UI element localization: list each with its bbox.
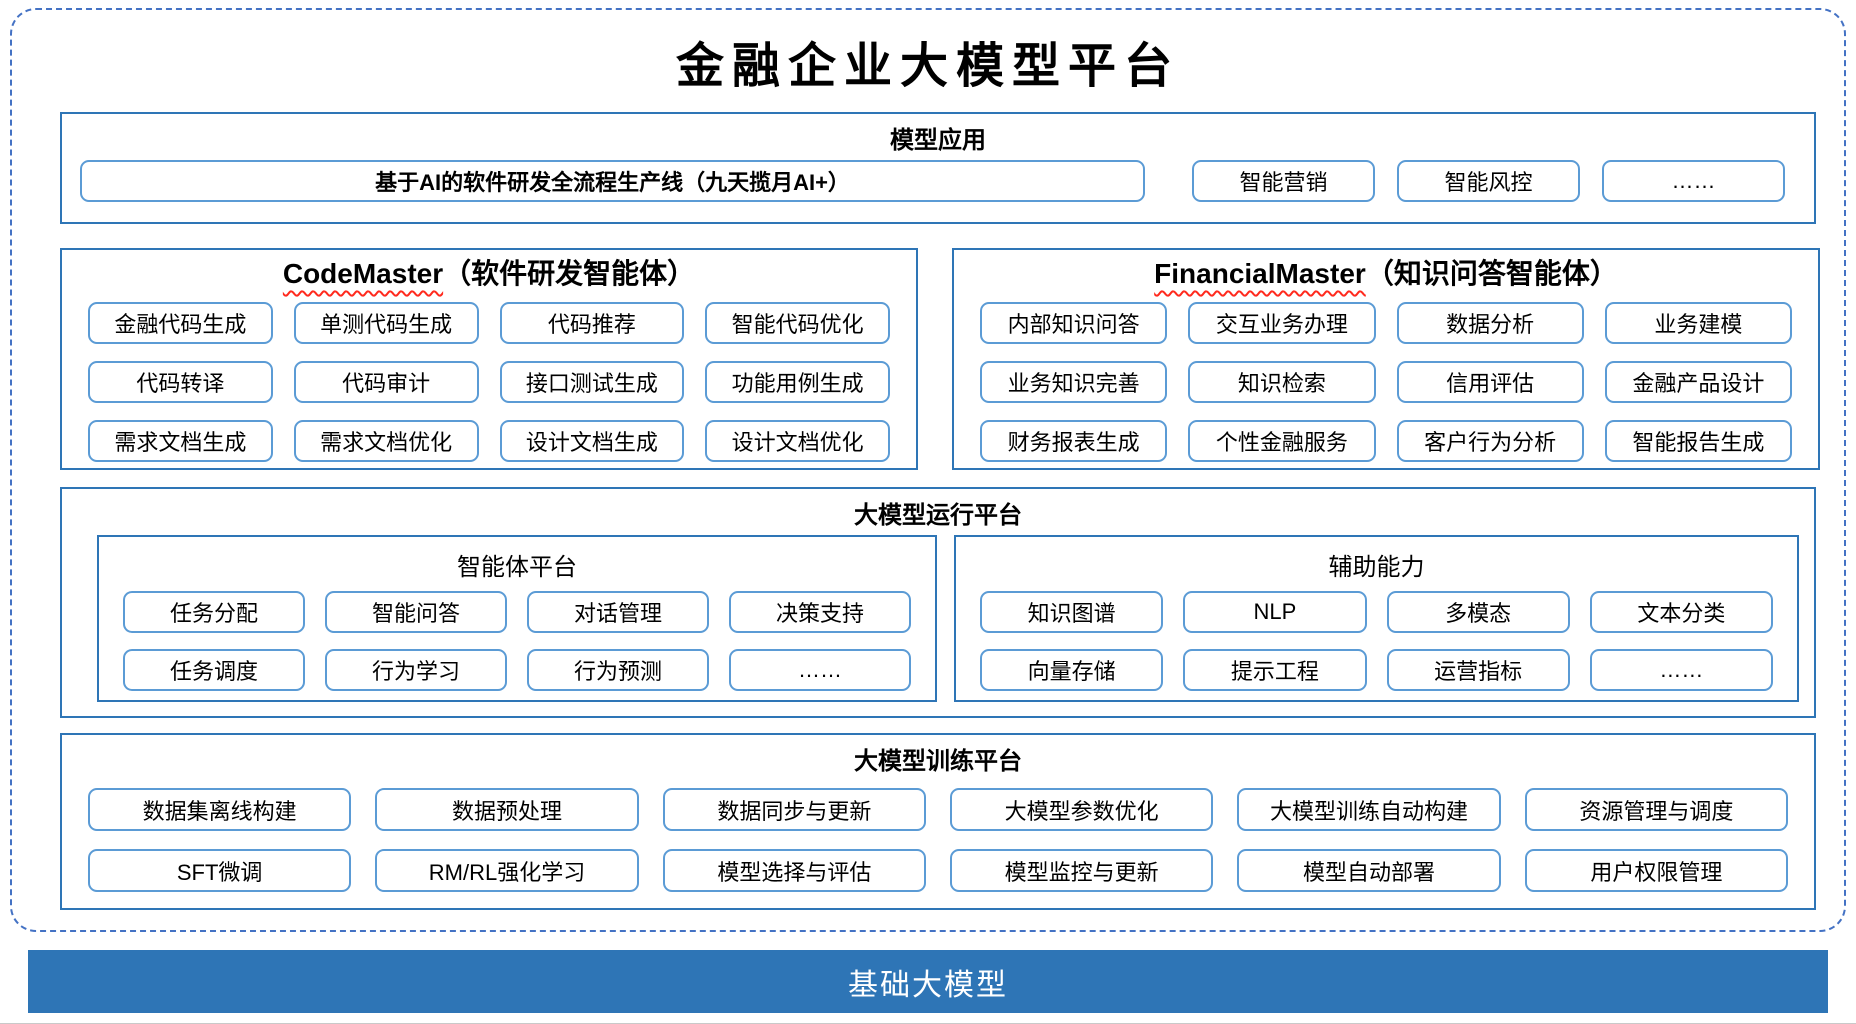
training-platform-item: 大模型参数优化 bbox=[950, 788, 1214, 831]
panel-code-master-title: CodeMaster（软件研发智能体） bbox=[62, 257, 916, 291]
app-item-ai-pipeline: 基于AI的软件研发全流程生产线（九天揽月AI+） bbox=[80, 160, 1145, 202]
financial-master-item: 个性金融服务 bbox=[1188, 419, 1376, 462]
aux-capabilities-item: 知识图谱 bbox=[980, 591, 1164, 633]
agent-platform-item: 行为学习 bbox=[325, 649, 507, 691]
panel-aux-capabilities: 辅助能力 知识图谱 NLP 多模态 文本分类 向量存储 提示工程 运营指标 …… bbox=[954, 535, 1799, 702]
aux-capabilities-item: 多模态 bbox=[1386, 591, 1570, 633]
agent-platform-item: 行为预测 bbox=[527, 649, 709, 691]
code-master-item: 功能用例生成 bbox=[705, 360, 890, 403]
aux-capabilities-item: 文本分类 bbox=[1589, 591, 1773, 633]
panel-financial-master: FinancialMaster（知识问答智能体） 内部知识问答 交互业务办理 数… bbox=[952, 248, 1820, 470]
code-master-item: 代码转译 bbox=[88, 360, 273, 403]
section-model-applications-title: 模型应用 bbox=[890, 127, 986, 154]
base-model-bar: 基础大模型 bbox=[28, 950, 1828, 1013]
panel-financial-master-title: FinancialMaster（知识问答智能体） bbox=[954, 257, 1818, 291]
app-item-ellipsis: …… bbox=[1602, 160, 1785, 202]
training-platform-item: 用户权限管理 bbox=[1524, 849, 1788, 892]
training-platform-item: 模型自动部署 bbox=[1237, 849, 1501, 892]
aux-capabilities-item-ellipsis: …… bbox=[1589, 649, 1773, 691]
financial-master-title-zh: （知识问答智能体） bbox=[1365, 258, 1618, 289]
financial-master-item: 智能报告生成 bbox=[1604, 419, 1792, 462]
page-title: 金融企业大模型平台 bbox=[675, 38, 1180, 94]
agent-platform-item-ellipsis: …… bbox=[729, 649, 911, 691]
code-master-item: 智能代码优化 bbox=[705, 301, 890, 344]
aux-capabilities-item: 运营指标 bbox=[1386, 649, 1570, 691]
aux-capabilities-item: NLP bbox=[1183, 591, 1367, 633]
training-platform-grid: 数据集离线构建 数据预处理 数据同步与更新 大模型参数优化 大模型训练自动构建 … bbox=[62, 788, 1814, 892]
aux-capabilities-item: 向量存储 bbox=[980, 649, 1164, 691]
section-training-platform: 大模型训练平台 数据集离线构建 数据预处理 数据同步与更新 大模型参数优化 大模… bbox=[60, 733, 1816, 910]
financial-master-item: 金融产品设计 bbox=[1604, 360, 1792, 403]
training-platform-item: SFT微调 bbox=[88, 849, 352, 892]
training-platform-item: 模型选择与评估 bbox=[662, 849, 926, 892]
section-runtime-platform-title: 大模型运行平台 bbox=[854, 502, 1022, 529]
code-master-item: 设计文档生成 bbox=[499, 419, 685, 462]
financial-master-grid: 内部知识问答 交互业务办理 数据分析 业务建模 业务知识完善 知识检索 信用评估… bbox=[954, 301, 1818, 462]
financial-master-item: 内部知识问答 bbox=[980, 301, 1168, 344]
code-master-item: 金融代码生成 bbox=[88, 301, 273, 344]
aux-capabilities-item: 提示工程 bbox=[1183, 649, 1367, 691]
code-master-grid: 金融代码生成 单测代码生成 代码推荐 智能代码优化 代码转译 代码审计 接口测试… bbox=[62, 301, 916, 462]
financial-master-item: 交互业务办理 bbox=[1188, 301, 1376, 344]
financial-master-title-en: FinancialMaster bbox=[1154, 258, 1366, 289]
financial-master-item: 业务知识完善 bbox=[980, 360, 1168, 403]
financial-master-item: 知识检索 bbox=[1188, 360, 1376, 403]
agent-platform-item: 对话管理 bbox=[527, 591, 709, 633]
code-master-title-zh: （软件研发智能体） bbox=[443, 258, 696, 289]
agent-platform-item: 任务分配 bbox=[123, 591, 305, 633]
training-platform-item: 资源管理与调度 bbox=[1524, 788, 1788, 831]
base-model-bar-label: 基础大模型 bbox=[848, 968, 1008, 1002]
code-master-item: 需求文档生成 bbox=[88, 419, 273, 462]
section-runtime-platform: 大模型运行平台 智能体平台 任务分配 智能问答 对话管理 决策支持 任务调度 行… bbox=[60, 487, 1816, 718]
financial-master-item: 财务报表生成 bbox=[980, 419, 1168, 462]
panel-agent-platform: 智能体平台 任务分配 智能问答 对话管理 决策支持 任务调度 行为学习 行为预测… bbox=[97, 535, 937, 702]
financial-master-item: 信用评估 bbox=[1396, 360, 1584, 403]
training-platform-item: 数据预处理 bbox=[375, 788, 639, 831]
training-platform-item: 数据集离线构建 bbox=[88, 788, 352, 831]
agent-platform-item: 决策支持 bbox=[729, 591, 911, 633]
training-platform-item: RM/RL强化学习 bbox=[375, 849, 639, 892]
training-platform-item: 数据同步与更新 bbox=[662, 788, 926, 831]
training-platform-item: 大模型训练自动构建 bbox=[1237, 788, 1501, 831]
app-item: 智能风控 bbox=[1397, 160, 1580, 202]
code-master-item: 单测代码生成 bbox=[293, 301, 479, 344]
agent-platform-item: 智能问答 bbox=[325, 591, 507, 633]
code-master-item: 需求文档优化 bbox=[293, 419, 479, 462]
panel-aux-capabilities-title: 辅助能力 bbox=[1328, 554, 1425, 581]
panel-agent-platform-title: 智能体平台 bbox=[457, 554, 577, 581]
financial-master-item: 业务建模 bbox=[1604, 301, 1792, 344]
aux-capabilities-grid: 知识图谱 NLP 多模态 文本分类 向量存储 提示工程 运营指标 …… bbox=[956, 591, 1797, 691]
section-training-platform-title: 大模型训练平台 bbox=[854, 748, 1022, 775]
code-master-item: 设计文档优化 bbox=[705, 419, 890, 462]
training-platform-item: 模型监控与更新 bbox=[950, 849, 1214, 892]
code-master-item: 代码审计 bbox=[293, 360, 479, 403]
model-applications-row: 基于AI的软件研发全流程生产线（九天揽月AI+） 智能营销 智能风控 …… bbox=[62, 160, 1814, 202]
code-master-item: 接口测试生成 bbox=[499, 360, 685, 403]
financial-master-item: 数据分析 bbox=[1396, 301, 1584, 344]
panel-code-master: CodeMaster（软件研发智能体） 金融代码生成 单测代码生成 代码推荐 智… bbox=[60, 248, 918, 470]
code-master-title-en: CodeMaster bbox=[282, 258, 444, 289]
app-item: 智能营销 bbox=[1192, 160, 1375, 202]
agent-platform-item: 任务调度 bbox=[123, 649, 305, 691]
outer-dashed-frame bbox=[10, 8, 1846, 932]
code-master-item: 代码推荐 bbox=[499, 301, 685, 344]
agent-platform-grid: 任务分配 智能问答 对话管理 决策支持 任务调度 行为学习 行为预测 …… bbox=[99, 591, 935, 691]
financial-master-item: 客户行为分析 bbox=[1396, 419, 1584, 462]
section-model-applications: 模型应用 基于AI的软件研发全流程生产线（九天揽月AI+） 智能营销 智能风控 … bbox=[60, 112, 1816, 224]
